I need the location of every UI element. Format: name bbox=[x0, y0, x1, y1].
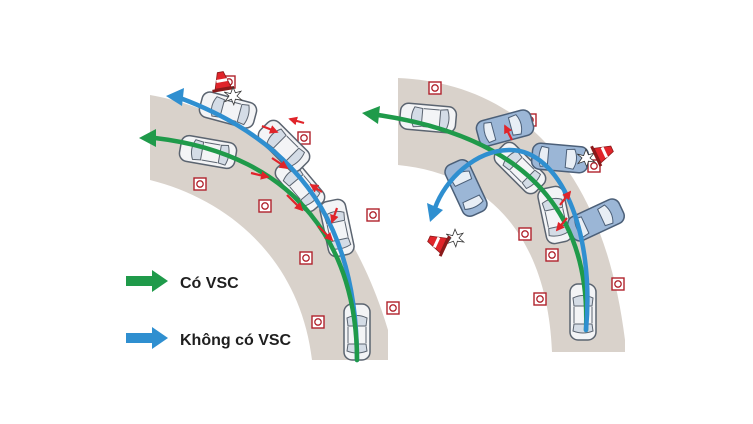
legend-arrow-without-vsc bbox=[126, 327, 168, 349]
legend-label-with-vsc: Có VSC bbox=[180, 275, 239, 292]
legend-item-without-vsc: Không có VSC bbox=[126, 327, 292, 349]
road-marker-icon bbox=[533, 292, 547, 306]
road-marker-icon bbox=[299, 251, 313, 265]
right-arrowhead-without-vsc bbox=[427, 203, 443, 222]
road-marker-icon bbox=[428, 81, 442, 95]
car-icon bbox=[398, 101, 458, 135]
road-marker-icon bbox=[386, 301, 400, 315]
road-marker-icon bbox=[193, 177, 207, 191]
left-arrowhead-with-vsc bbox=[139, 129, 156, 147]
force-arrow bbox=[330, 207, 339, 224]
road-marker-icon bbox=[366, 208, 380, 222]
legend-item-with-vsc: Có VSC bbox=[126, 270, 239, 292]
legend: Có VSC Không có VSC bbox=[126, 270, 292, 349]
left-arrowhead-without-vsc bbox=[166, 88, 184, 106]
left-path-with-vsc bbox=[152, 135, 360, 363]
force-arrow bbox=[559, 190, 572, 206]
legend-arrow-with-vsc bbox=[126, 270, 168, 292]
right-scene bbox=[362, 78, 628, 352]
right-force-arrows bbox=[504, 124, 572, 232]
legend-label-without-vsc: Không có VSC bbox=[180, 332, 292, 349]
road-marker-icon bbox=[545, 248, 559, 262]
traffic-cone-icon bbox=[423, 228, 452, 258]
road-marker-icon bbox=[297, 131, 311, 145]
right-path-with-vsc bbox=[375, 112, 589, 333]
left-scene bbox=[139, 69, 400, 363]
road-marker-icon bbox=[311, 315, 325, 329]
force-arrow bbox=[309, 184, 323, 193]
right-path-without-vsc bbox=[432, 147, 590, 333]
force-arrow bbox=[555, 217, 568, 232]
road-marker-icon bbox=[611, 277, 625, 291]
force-arrow bbox=[286, 194, 304, 212]
left-force-arrows bbox=[250, 116, 339, 242]
road-marker-icon bbox=[518, 227, 532, 241]
force-arrow bbox=[271, 157, 289, 169]
force-arrow bbox=[504, 124, 513, 141]
right-road bbox=[398, 78, 625, 352]
right-arrowhead-with-vsc bbox=[362, 106, 380, 124]
force-arrow bbox=[288, 116, 305, 126]
force-arrow bbox=[261, 124, 279, 134]
force-arrow bbox=[317, 225, 334, 242]
road-marker-icon bbox=[258, 199, 272, 213]
force-arrow bbox=[250, 171, 270, 180]
